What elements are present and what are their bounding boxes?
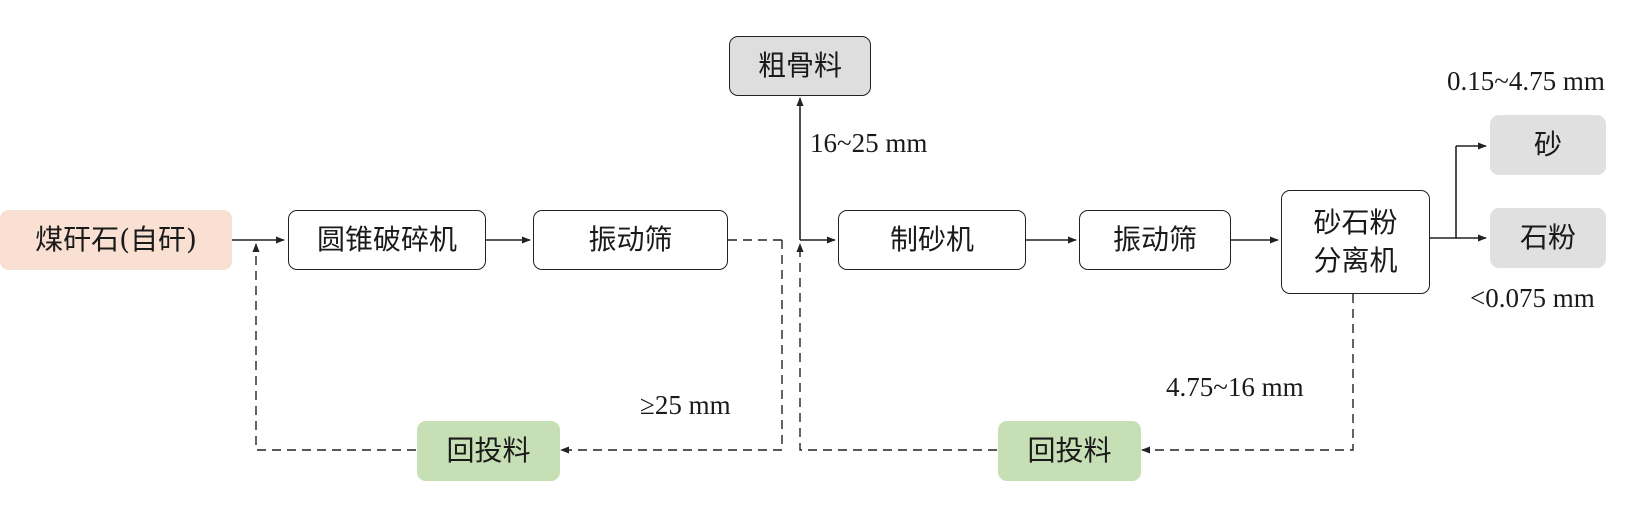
raw-material-node: 煤矸石(自矸) [0, 210, 232, 270]
coarse-size-label: 16~25 mm [810, 128, 928, 158]
return-material-node-2: 回投料 [998, 421, 1141, 481]
sand-product-node: 砂 [1490, 115, 1606, 175]
stone-powder-product-node: 石粉 [1490, 208, 1606, 268]
powder-size-label: <0.075 mm [1470, 283, 1595, 313]
sand-maker-node: 制砂机 [838, 210, 1026, 270]
sand-size-label: 0.15~4.75 mm [1447, 66, 1605, 96]
flow-return2-to-sand-maker [796, 243, 997, 451]
flow-oversize-return [560, 240, 783, 454]
vibrating-screen-2-node: 振动筛 [1079, 210, 1231, 270]
return-size-label: 4.75~16 mm [1166, 372, 1304, 402]
sand-powder-separator-node: 砂石粉 分离机 [1281, 190, 1430, 294]
cone-crusher-node: 圆锥破碎机 [288, 210, 486, 270]
return-material-node-1: 回投料 [417, 421, 560, 481]
oversize-label: ≥25 mm [640, 390, 731, 420]
flow-separator-outlet [1430, 146, 1457, 239]
flow-separator-return [1141, 294, 1354, 454]
vibrating-screen-1-node: 振动筛 [533, 210, 728, 270]
coarse-aggregate-node: 粗骨料 [729, 36, 871, 96]
flow-return1-to-crusher [252, 243, 416, 451]
